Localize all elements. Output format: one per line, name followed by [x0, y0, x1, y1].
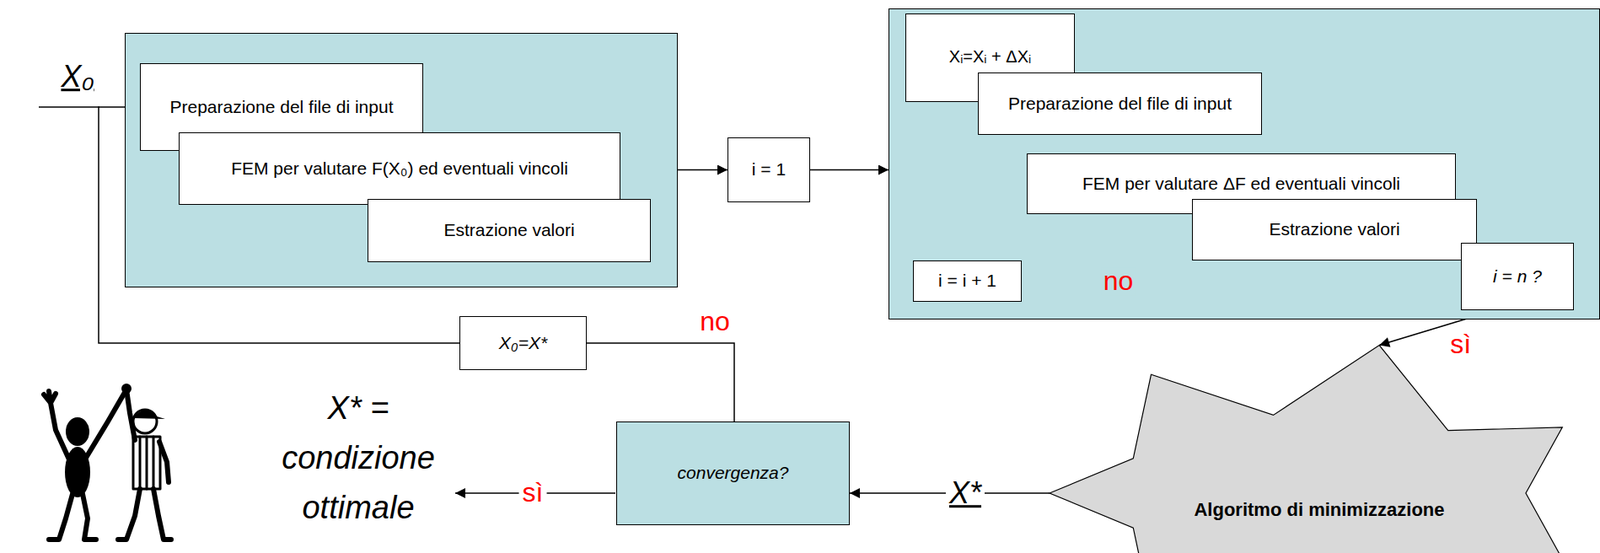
- edge-label: no: [1100, 267, 1137, 296]
- burst-outline: [1049, 345, 1563, 553]
- counter-box: i = 1: [727, 137, 811, 203]
- box-text: Algoritmo di minimizzazione: [1193, 499, 1445, 521]
- box-text: X₀=X*: [499, 332, 548, 354]
- box-text: FEM per valutare ΔF ed eventuali vincoli: [1082, 173, 1401, 194]
- input-vector: X₀: [60, 59, 94, 94]
- figure-cap: [133, 409, 166, 419]
- loop-panel: Preparazione del file di inputFEM per va…: [124, 32, 678, 288]
- box-text: Preparazione del file di input: [1008, 93, 1232, 114]
- counter-box: i = i + 1: [912, 260, 1022, 302]
- figure-arm: [85, 389, 127, 458]
- box-text: i = 1: [751, 159, 786, 180]
- box-text: Preparazione del file di input: [169, 96, 393, 118]
- edge-label: no: [697, 307, 733, 337]
- figure-leg: [118, 488, 140, 540]
- process-box: Estrazione valori: [1191, 198, 1477, 261]
- figure-arm: [126, 389, 135, 441]
- box-text: Xᵢ=Xᵢ + ΔXᵢ: [949, 47, 1031, 67]
- edge-label-holder: no: [1100, 267, 1137, 296]
- figure-arm: [159, 441, 169, 483]
- box-text: Estrazione valori: [443, 220, 575, 241]
- label-holder: X₀: [60, 59, 94, 94]
- celebrating-figures: [43, 383, 172, 540]
- figure-leg: [48, 493, 73, 540]
- figure-arm: [43, 391, 70, 460]
- result-vector: X*: [945, 476, 985, 511]
- process-box: Preparazione del file di input: [977, 72, 1262, 135]
- shirt-stripes: [139, 436, 154, 489]
- decision-box: i = n ?: [1460, 242, 1574, 311]
- flow-connector: [810, 169, 889, 172]
- figure-leg: [82, 493, 97, 540]
- flow-connector: [586, 343, 735, 422]
- label-holder: X* = condizione ottimale: [261, 383, 456, 533]
- box-text: i = n ?: [1492, 266, 1542, 287]
- loop-panel: Xᵢ=Xᵢ + ΔXᵢPreparazione del file di inpu…: [888, 8, 1600, 320]
- flow-connector: [677, 169, 728, 172]
- box-text: convergenza?: [677, 462, 790, 484]
- box-text: i = i + 1: [938, 270, 997, 291]
- edge-label-holder: sì: [1447, 330, 1474, 360]
- figure-leg: [153, 488, 172, 540]
- figure-head: [65, 417, 90, 446]
- box-text: FEM per valutare F(X₀) ed eventuali vinc…: [230, 158, 569, 179]
- clasped-hands: [121, 383, 132, 394]
- conclusion-note: X* = condizione ottimale: [261, 383, 456, 533]
- branch-label: sì: [519, 477, 548, 508]
- label-holder: sì: [519, 477, 548, 508]
- assign-box: X₀=X*: [459, 316, 587, 371]
- input-line: [38, 106, 100, 108]
- figure-shirt: [133, 436, 161, 489]
- process-box: Estrazione valori: [367, 198, 651, 263]
- box-text: Estrazione valori: [1268, 219, 1400, 240]
- label-holder: X*: [945, 476, 985, 511]
- algorithm-burst: Algoritmo di minimizzazione: [1049, 332, 1590, 553]
- edge-label-holder: no: [697, 307, 733, 337]
- process-box: FEM per valutare F(X₀) ed eventuali vinc…: [178, 132, 621, 205]
- decision-box: convergenza?: [616, 421, 850, 526]
- edge-label: sì: [1447, 330, 1474, 360]
